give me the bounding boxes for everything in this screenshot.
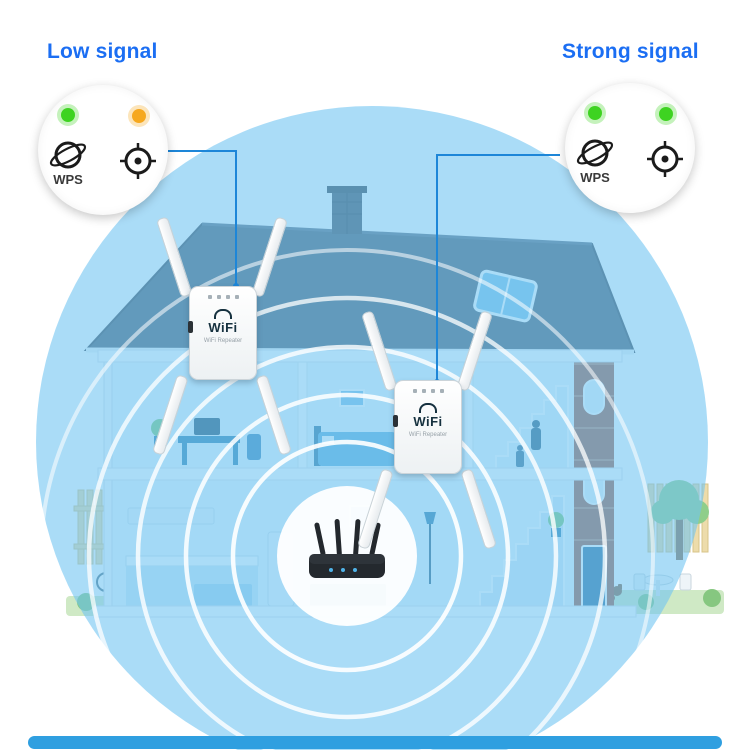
ethernet-port: [188, 321, 193, 333]
low-signal-label: Low signal: [47, 40, 158, 63]
wps-led-green: [61, 108, 75, 122]
wifi-repeater-low-signal: WiFi WiFi Repeater: [147, 208, 297, 456]
target-icon: [647, 141, 683, 177]
wifi-arc-icon: [214, 309, 232, 319]
antenna: [456, 310, 494, 392]
wps-planet-icon: [576, 139, 614, 167]
wps-planet-icon: [49, 141, 87, 169]
strong-signal-label: Strong signal: [562, 40, 699, 63]
status-icons: [412, 389, 444, 393]
router-led: [341, 568, 345, 572]
status-icon: [412, 389, 417, 393]
status-icon: [421, 389, 426, 393]
status-icon: [430, 389, 435, 393]
router-antennas: [314, 519, 381, 557]
wifi-repeater-strong-signal: WiFi WiFi Repeater: [352, 302, 502, 550]
router-led: [353, 568, 357, 572]
status-icons: [207, 295, 239, 299]
bush: [703, 589, 721, 607]
antenna: [251, 216, 289, 298]
antenna: [356, 468, 394, 550]
repeater-body: WiFi WiFi Repeater: [188, 286, 257, 380]
callout-strong-signal: WPS: [565, 83, 695, 213]
repeater-sublabel: WiFi Repeater: [203, 338, 243, 344]
repeater-logo: WiFi: [208, 320, 238, 335]
status-icon: [207, 295, 212, 299]
ethernet-port: [393, 415, 398, 427]
signal-led-green: [659, 107, 673, 121]
router-led: [329, 568, 333, 572]
target-icon: [120, 143, 156, 179]
callout-low-signal: WPS: [38, 85, 168, 215]
status-icon: [439, 389, 444, 393]
repeater-body: WiFi WiFi Repeater: [393, 380, 462, 474]
repeater-logo: WiFi: [413, 414, 443, 429]
status-icon: [234, 295, 239, 299]
antenna: [155, 216, 193, 298]
wps-led-green: [588, 106, 602, 120]
antenna: [460, 468, 498, 550]
status-icon: [216, 295, 221, 299]
wifi-router: [301, 516, 393, 588]
repeater-sublabel: WiFi Repeater: [408, 432, 448, 438]
wifi-arc-icon: [419, 403, 437, 413]
signal-led-orange: [132, 109, 146, 123]
router-top: [309, 554, 385, 564]
ground-bar: [28, 736, 722, 749]
wps-label: WPS: [580, 170, 610, 185]
wps-label: WPS: [53, 172, 83, 187]
antenna: [360, 310, 398, 392]
antenna: [151, 374, 189, 456]
status-icon: [225, 295, 230, 299]
antenna: [255, 374, 293, 456]
